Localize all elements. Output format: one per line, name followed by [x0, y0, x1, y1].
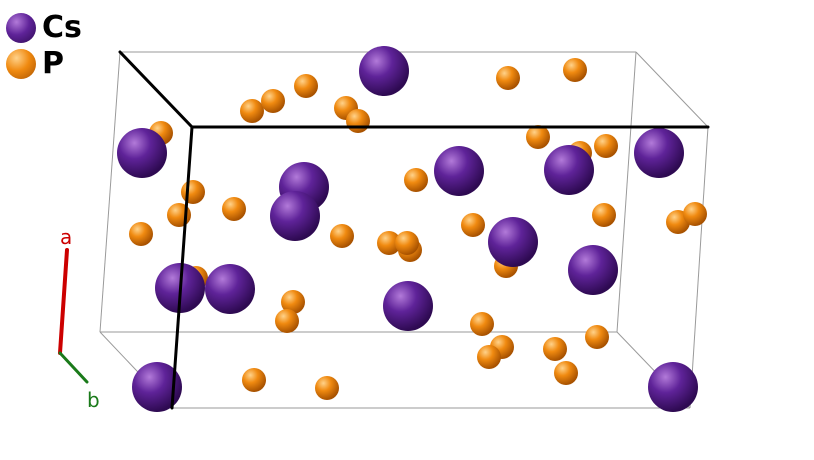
p-atom: [563, 58, 587, 82]
cs-atom: [634, 128, 684, 178]
p-atom: [281, 290, 305, 314]
p-atom: [181, 180, 205, 204]
axis-b-line: [58, 351, 89, 384]
legend: Cs P: [6, 10, 82, 82]
p-atom: [461, 213, 485, 237]
legend-item-p: P: [6, 46, 82, 82]
axis-a-label: a: [60, 225, 72, 249]
p-atom: [129, 222, 153, 246]
cs-atom: [434, 146, 484, 196]
p-atom: [261, 89, 285, 113]
p-atom: [554, 361, 578, 385]
p-atom: [377, 231, 401, 255]
p-atom: [275, 309, 299, 333]
legend-label-p: P: [42, 46, 64, 81]
p-atom: [315, 376, 339, 400]
cs-atom: [132, 362, 182, 412]
p-atom: [330, 224, 354, 248]
cs-atom: [648, 362, 698, 412]
p-atom: [496, 66, 520, 90]
unit-cell-back-edges: [99, 51, 709, 409]
p-atom: [592, 203, 616, 227]
p-atom: [404, 168, 428, 192]
cs-atom: [488, 217, 538, 267]
p-atom: [222, 197, 246, 221]
p-atom: [294, 74, 318, 98]
p-atom: [543, 337, 567, 361]
cs-atom: [359, 46, 409, 96]
cs-atom: [544, 145, 594, 195]
p-atom: [346, 109, 370, 133]
p-atom: [585, 325, 609, 349]
p-atom: [526, 125, 550, 149]
unit-cell-axis-edges: [118, 50, 710, 410]
axis-indicator: a b: [58, 225, 100, 412]
p-atom: [395, 231, 419, 255]
p-swatch: [6, 49, 36, 79]
cs-atom: [117, 128, 167, 178]
cs-atom: [383, 281, 433, 331]
p-atom: [477, 345, 501, 369]
cs-swatch: [6, 13, 36, 43]
cs-atom: [205, 264, 255, 314]
legend-item-cs: Cs: [6, 10, 82, 46]
p-atom: [594, 134, 618, 158]
p-atom: [240, 99, 264, 123]
legend-label-cs: Cs: [42, 10, 82, 45]
atom-layer: [117, 46, 707, 412]
axis-a-line: [58, 248, 69, 355]
cs-atom: [568, 245, 618, 295]
cs-atom: [270, 191, 320, 241]
p-atom: [683, 202, 707, 226]
axis-b-label: b: [87, 388, 100, 412]
p-atom: [470, 312, 494, 336]
p-atom: [242, 368, 266, 392]
